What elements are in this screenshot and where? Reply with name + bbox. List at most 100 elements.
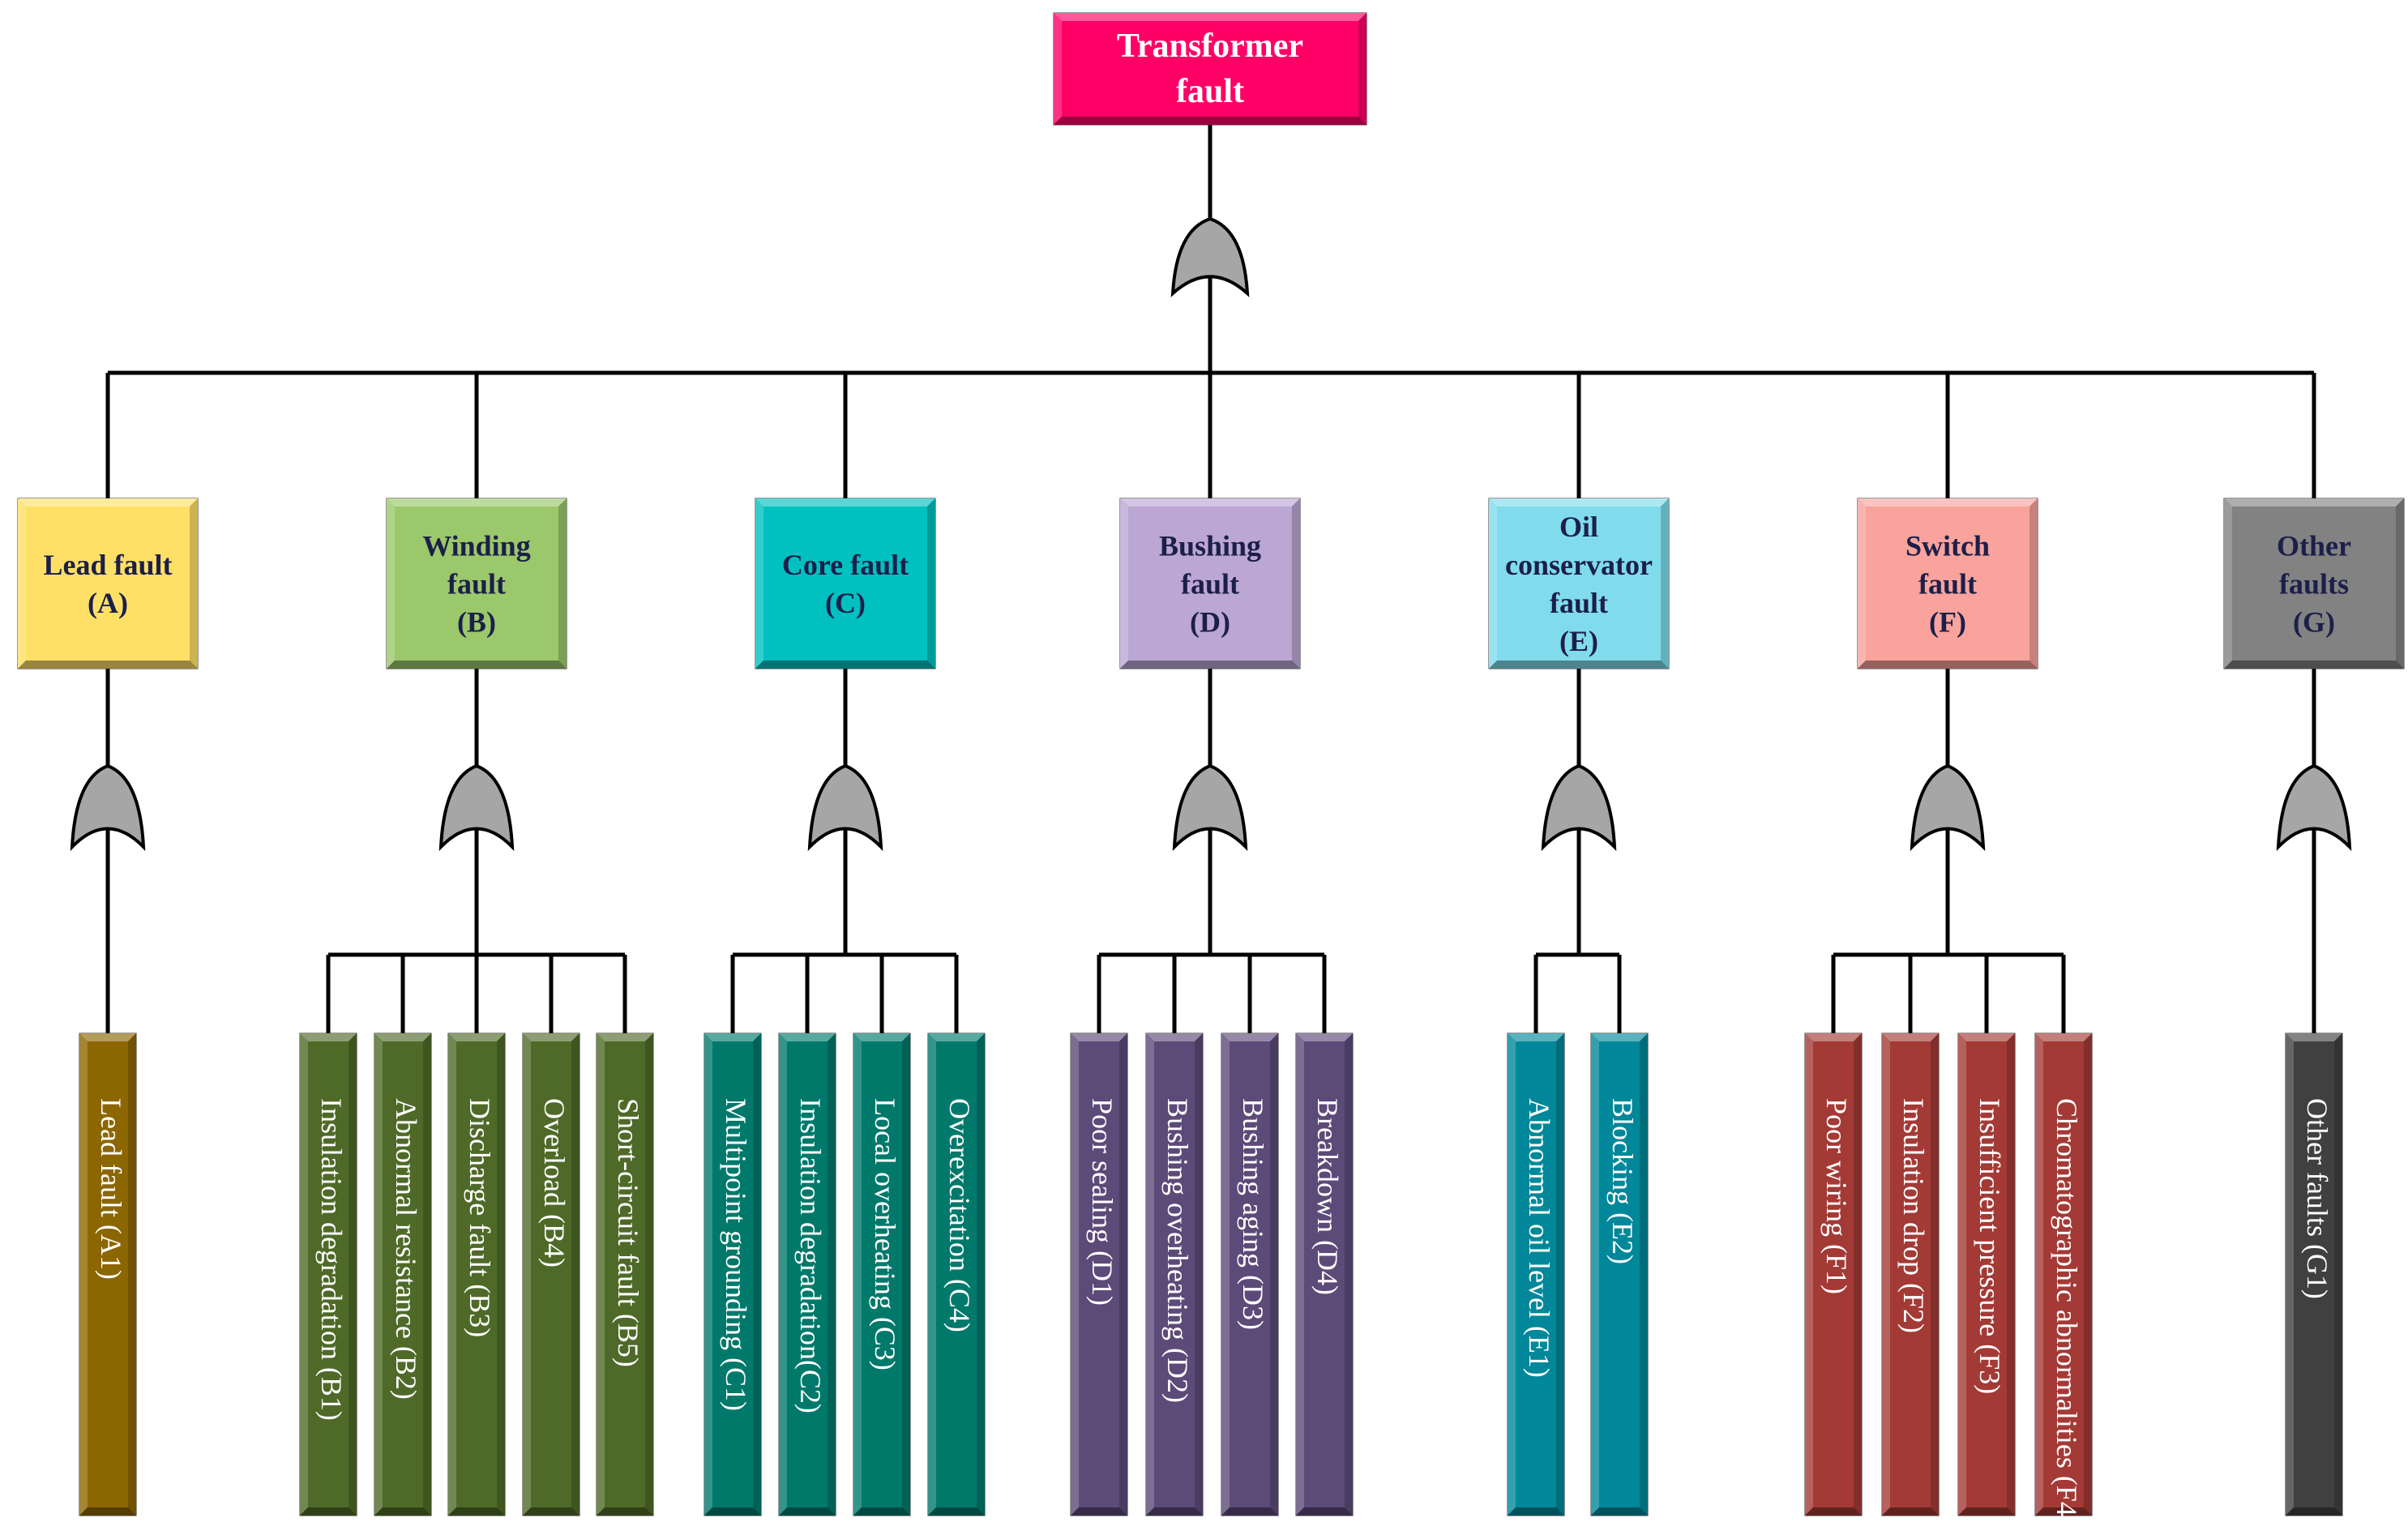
category-label-line: Switch <box>1905 530 1990 562</box>
category-node-g-bevel-right <box>2396 498 2404 669</box>
leaf-label: Blocking (E2) <box>1606 1098 1639 1264</box>
leaf-node-b1-bevel-bottom <box>300 1507 357 1516</box>
category-node-g-bevel-bottom <box>2224 661 2404 669</box>
leaf-node-c2 <box>778 1033 836 1516</box>
leaf-node-b2-bevel-bottom <box>374 1507 431 1516</box>
leaf-node-b4-bevel-left <box>523 1033 531 1516</box>
leaf-node-d2-bevel-top <box>1146 1033 1203 1041</box>
category-label-line: (C) <box>825 587 866 619</box>
category-node-c-bevel-bottom <box>755 661 935 669</box>
category-label-line: Winding <box>422 530 530 562</box>
category-label-line: Core fault <box>782 549 909 581</box>
category-node-c-bevel-top <box>755 498 935 507</box>
leaf-node-f4-bevel-bottom <box>2035 1507 2092 1516</box>
leaf-node-d1-bevel-right <box>1119 1033 1127 1516</box>
leaf-node-b4-face <box>531 1041 571 1507</box>
leaf-node-f3-bevel-left <box>1958 1033 1966 1516</box>
leaf-node-d4-bevel-right <box>1345 1033 1353 1516</box>
root-title-line: fault <box>1176 73 1244 110</box>
leaf-node-f4-bevel-top <box>2035 1033 2092 1041</box>
leaf-node-d3-bevel-right <box>1270 1033 1278 1516</box>
category-node-g-bevel-left <box>2224 498 2232 669</box>
leaf-node-a1-bevel-top <box>79 1033 136 1041</box>
leaf-node-b3-bevel-top <box>448 1033 505 1041</box>
leaf-node-f4-bevel-right <box>2084 1033 2092 1516</box>
category-or-gate-icon <box>438 763 515 852</box>
leaf-node-c2-bevel-top <box>779 1033 836 1041</box>
category-label-line: fault <box>1181 568 1239 601</box>
leaf-node-f2-bevel-right <box>1931 1033 1939 1516</box>
leaf-node-b3 <box>447 1033 506 1516</box>
leaf-node-f2-bevel-top <box>1882 1033 1939 1041</box>
leaf-node-d4-bevel-left <box>1296 1033 1304 1516</box>
connector-lines <box>105 125 2316 1033</box>
leaf-node-g1 <box>2285 1033 2343 1516</box>
leaf-node-b2-bevel-top <box>374 1033 431 1041</box>
category-label-line: Bushing <box>1159 530 1261 562</box>
category-node-d-bevel-bottom <box>1120 661 1300 669</box>
category-node-f-bevel-left <box>1858 498 1866 669</box>
leaf-node-c1-bevel-right <box>753 1033 761 1516</box>
leaf-node-b5-bevel-left <box>597 1033 605 1516</box>
category-node-b-bevel-left <box>387 498 395 669</box>
leaf-node-f3-bevel-right <box>2007 1033 2015 1516</box>
category-label-line: Other <box>2277 530 2351 562</box>
leaf-node-f4-bevel-left <box>2035 1033 2043 1516</box>
leaf-node-c1-face <box>712 1041 753 1507</box>
category-node-a-bevel-right <box>190 498 198 669</box>
category-label-line: fault <box>1918 568 1977 601</box>
leaf-node-b1-bevel-top <box>300 1033 357 1041</box>
leaf-node-b1-face <box>308 1041 349 1507</box>
leaf-node-b3-face <box>456 1041 497 1507</box>
category-node-f <box>1857 498 2038 669</box>
leaf-node-d4-face <box>1304 1041 1345 1507</box>
leaf-node-b5-face <box>605 1041 645 1507</box>
or-gates <box>70 216 2352 852</box>
leaf-node-e2-bevel-right <box>1640 1033 1648 1516</box>
leaf-node-c4-face <box>936 1041 977 1507</box>
leaf-node-f3 <box>1957 1033 2016 1516</box>
category-node-e-face <box>1497 507 1661 661</box>
root-or-gate-icon <box>1170 216 1250 297</box>
leaf-node-c4 <box>927 1033 986 1516</box>
leaf-node-b3-bevel-bottom <box>448 1507 505 1516</box>
category-or-gate-icon <box>70 763 146 852</box>
leaf-node-b1-bevel-right <box>349 1033 357 1516</box>
leaf-node-g1-face <box>2294 1041 2334 1507</box>
category-node-e-bevel-bottom <box>1489 661 1669 669</box>
category-label-line: (G) <box>2293 606 2335 639</box>
leaf-label: Multipoint grounding (C1) <box>720 1098 752 1411</box>
category-node-e-bevel-right <box>1661 498 1669 669</box>
leaf-node-e1-bevel-top <box>1508 1033 1564 1041</box>
leaf-node-c3 <box>853 1033 911 1516</box>
leaf-node-c3-bevel-bottom <box>853 1507 910 1516</box>
leaf-node-f1-bevel-left <box>1805 1033 1813 1516</box>
leaf-node-d3 <box>1221 1033 1279 1516</box>
category-node-b <box>386 498 567 669</box>
leaf-node-e2-bevel-bottom <box>1591 1507 1648 1516</box>
category-node-f-bevel-bottom <box>1858 661 2038 669</box>
leaf-node-b5-bevel-bottom <box>597 1507 653 1516</box>
category-node-c-face <box>763 507 927 661</box>
leaf-node-d3-bevel-bottom <box>1221 1507 1278 1516</box>
category-or-gate-icon <box>2276 763 2352 852</box>
category-node-g-face <box>2232 507 2396 661</box>
leaf-node-f2-bevel-bottom <box>1882 1507 1939 1516</box>
leaf-node-b1-bevel-left <box>300 1033 308 1516</box>
leaf-node-d2-face <box>1154 1041 1195 1507</box>
category-node-c-bevel-right <box>927 498 935 669</box>
leaf-node-f3-bevel-top <box>1958 1033 2015 1041</box>
leaf-node-f4 <box>2034 1033 2093 1516</box>
leaf-node-c1-bevel-left <box>704 1033 712 1516</box>
leaf-label: Breakdown (D4) <box>1311 1098 1344 1295</box>
leaf-label: Lead fault (A1) <box>95 1098 127 1280</box>
leaf-node-a1-bevel-left <box>79 1033 88 1516</box>
leaf-node-d3-bevel-left <box>1221 1033 1230 1516</box>
leaf-node-d2-bevel-left <box>1146 1033 1154 1516</box>
category-label-line: (D) <box>1190 606 1230 639</box>
leaf-node-d2 <box>1145 1033 1204 1516</box>
category-label-line: (E) <box>1559 625 1598 657</box>
leaf-node-f2-face <box>1890 1041 1931 1507</box>
category-node-d <box>1119 498 1301 669</box>
leaf-node-c1 <box>704 1033 762 1516</box>
